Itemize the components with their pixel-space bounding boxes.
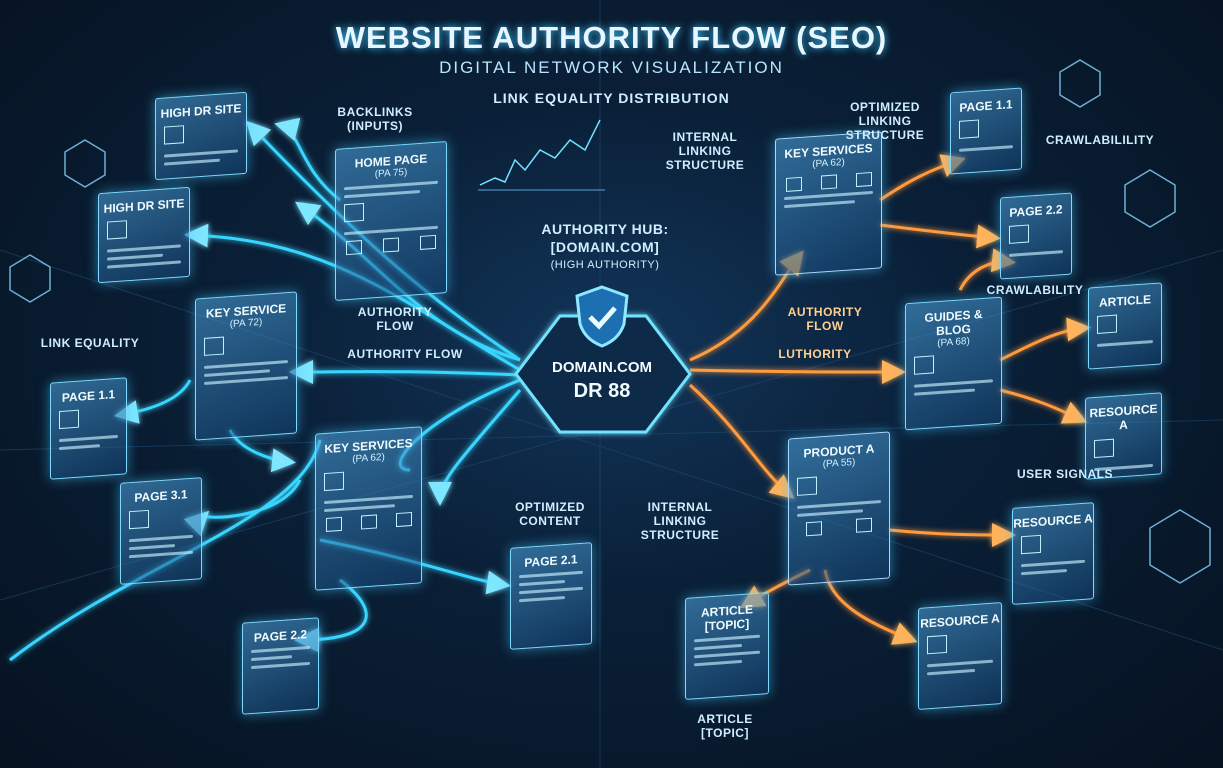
image-icon	[959, 119, 979, 139]
card-title: PAGE 2.1	[524, 552, 578, 570]
chart-icon	[59, 409, 79, 430]
diagram-title: WEBSITE AUTHORITY FLOW (SEO)	[335, 20, 888, 55]
card-title: PAGE 1.1	[959, 97, 1013, 115]
card-article-right[interactable]: ARTICLE	[1088, 282, 1162, 370]
grid-icon	[382, 237, 399, 253]
hub-domain-rating: DR 88	[573, 380, 631, 402]
gear-icon	[325, 516, 342, 533]
gear-icon	[419, 234, 436, 250]
card-title: PAGE 3.1	[134, 487, 188, 505]
card-title: HIGH DR SITE	[103, 196, 185, 216]
recycle-icon	[1094, 438, 1114, 459]
card-resource-a-3[interactable]: RESOURCE A	[918, 602, 1002, 710]
chart-icon	[204, 336, 224, 356]
label-authority-flow-small-left: AUTHORITY FLOW	[357, 305, 433, 333]
decorative-cubes	[9, 59, 1211, 584]
label-article-topic: ARTICLE [TOPIC]	[697, 712, 753, 740]
hub-domain-name: DOMAIN.COM	[552, 359, 652, 376]
card-page-1-1-right[interactable]: PAGE 1.1	[950, 87, 1022, 175]
hub-note: (HIGH AUTHORITY)	[550, 259, 660, 271]
card-resource-a-2[interactable]: RESOURCE A	[1012, 502, 1094, 605]
lock-icon	[346, 240, 363, 256]
document-icon	[914, 355, 934, 375]
authority-hub-hexagon	[514, 314, 692, 434]
card-page-2-2-left[interactable]: PAGE 2.2	[242, 617, 319, 715]
label-crawlability-mid: CRAWLABILITY	[986, 283, 1084, 297]
card-high-dr-site-2[interactable]: HIGH DR SITE	[98, 186, 190, 284]
gear-icon	[1021, 534, 1041, 555]
card-page-3-1[interactable]: PAGE 3.1	[120, 477, 202, 585]
home-icon	[344, 202, 364, 223]
gear-icon	[324, 471, 344, 492]
card-title: PAGE 2.2	[1009, 202, 1063, 220]
chart-icon	[1009, 224, 1029, 244]
people-icon	[360, 514, 377, 530]
globe-icon	[797, 476, 817, 496]
globe-icon	[107, 220, 127, 240]
mini-trend-chart	[478, 119, 605, 191]
image-icon	[856, 517, 872, 533]
card-page-1-1-left[interactable]: PAGE 1.1	[50, 377, 127, 480]
gear-icon	[395, 511, 412, 528]
image-icon	[927, 634, 947, 655]
card-product-a[interactable]: PRODUCT A (PA 55)	[788, 431, 890, 586]
card-title: RESOURCE A	[920, 611, 1000, 631]
document-icon	[1097, 314, 1117, 334]
label-optimized-linking: OPTIMIZED LINKING STRUCTURE	[845, 100, 925, 142]
card-guides-blog[interactable]: GUIDES & BLOG (PA 68)	[905, 296, 1002, 431]
label-authority-flow-right: AUTHORITY FLOW	[787, 305, 863, 333]
globe-icon	[164, 125, 184, 145]
label-link-equality: LINK EQUALITY	[40, 336, 140, 350]
hub-label: AUTHORITY HUB:	[541, 221, 669, 237]
diagram-subtitle: DIGITAL NETWORK VISUALIZATION	[439, 58, 784, 77]
card-home-page[interactable]: HOME PAGE (PA 75)	[335, 141, 447, 301]
label-internal-linking-bottom: INTERNAL LINKING STRUCTURE	[640, 500, 720, 542]
label-user-signals: USER SIGNALS	[1016, 467, 1113, 481]
card-title: ARTICLE	[1099, 292, 1151, 310]
people-icon	[785, 176, 802, 193]
label-internal-linking-top: INTERNAL LINKING STRUCTURE	[665, 130, 745, 172]
flowchart-icon	[129, 509, 149, 530]
chart-icon	[806, 521, 822, 537]
label-crawlability-top: CRAWLABILILITY	[1045, 133, 1155, 147]
card-title: PAGE 1.1	[61, 387, 116, 405]
card-key-services-top[interactable]: KEY SERVICES (PA 62)	[775, 131, 882, 276]
card-key-service[interactable]: KEY SERVICE (PA 72)	[195, 291, 297, 441]
card-title: RESOURCE A	[1013, 511, 1093, 531]
card-key-services-bottom[interactable]: KEY SERVICES (PA 62)	[315, 426, 422, 591]
card-high-dr-site-1[interactable]: HIGH DR SITE	[155, 91, 247, 181]
label-backlinks: BACKLINKS (INPUTS)	[337, 105, 413, 133]
card-title: HIGH DR SITE	[160, 101, 242, 121]
dollar-icon	[820, 174, 837, 190]
section-heading: LINK EQUALITY DISTRIBUTION	[493, 90, 730, 106]
card-page-2-1[interactable]: PAGE 2.1	[510, 542, 592, 650]
label-optimized-content: OPTIMIZED CONTENT	[515, 500, 585, 528]
hub-domain-bracket: [DOMAIN.COM]	[550, 239, 660, 255]
label-luthority: LUTHORITY	[778, 347, 852, 361]
card-article-topic[interactable]: ARTICLE [TOPIC]	[685, 592, 769, 700]
card-title: PAGE 2.2	[253, 627, 308, 645]
card-page-2-2-right[interactable]: PAGE 2.2	[1000, 192, 1072, 280]
label-authority-flow-left: AUTHORITY FLOW	[347, 347, 463, 361]
card-title: ARTICLE [TOPIC]	[701, 602, 753, 634]
target-icon	[855, 171, 872, 188]
shield-check-icon	[575, 285, 629, 348]
card-title: RESOURCE A	[1089, 401, 1158, 433]
